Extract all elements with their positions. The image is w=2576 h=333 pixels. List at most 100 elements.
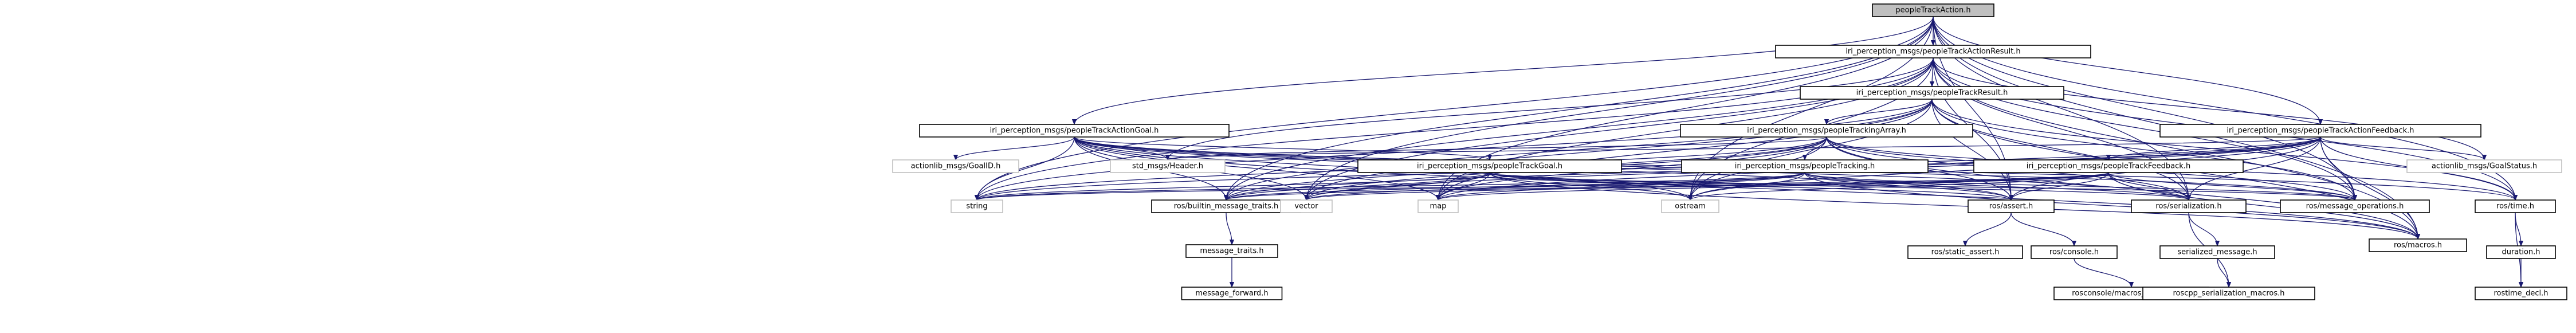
edge-builtin-to-msgtraits bbox=[1226, 212, 1232, 245]
edge-assert-to-console bbox=[2010, 212, 2074, 246]
node-trackingarray[interactable]: iri_perception_msgs/peopleTrackingArray.… bbox=[1680, 124, 1973, 138]
node-label-macros: ros/macros.h bbox=[2394, 241, 2442, 250]
node-label-assert: ros/assert.h bbox=[1989, 202, 2033, 211]
edge-actionfeedback-to-goalstatus bbox=[2320, 136, 2484, 160]
node-serializationmacros[interactable]: roscpp_serialization_macros.h bbox=[2142, 287, 2315, 300]
node-box-header bbox=[1110, 159, 1226, 173]
node-label-ostream: ostream bbox=[1675, 202, 1706, 211]
edge-trackgoal-to-serialization bbox=[1489, 172, 2189, 201]
node-label-string: string bbox=[966, 202, 987, 211]
node-msgops[interactable]: ros/message_operations.h bbox=[2280, 199, 2430, 213]
edge-root-to-actiongoal bbox=[1074, 16, 1934, 124]
edge-trackresult-to-ostream bbox=[1690, 99, 1933, 200]
node-header: std_msgs/Header.h bbox=[1110, 159, 1226, 173]
node-goalid: actionlib_msgs/GoalID.h bbox=[892, 159, 1019, 173]
node-label-actiongoal: iri_perception_msgs/peopleTrackActionGoa… bbox=[990, 127, 1159, 135]
node-trackgoal[interactable]: iri_perception_msgs/peopleTrackGoal.h bbox=[1357, 159, 1622, 173]
edge-tracking-to-string bbox=[977, 172, 1805, 201]
node-console[interactable]: ros/console.h bbox=[2031, 245, 2118, 259]
node-builtin[interactable]: ros/builtin_message_traits.h bbox=[1151, 199, 1301, 213]
node-box-rostimedecl bbox=[2475, 287, 2567, 300]
edge-actiongoal-to-goalid bbox=[956, 136, 1075, 160]
node-label-actionfeedback: iri_perception_msgs/peopleTrackActionFee… bbox=[2226, 127, 2414, 135]
node-time[interactable]: ros/time.h bbox=[2475, 199, 2556, 213]
node-box-msgtraits bbox=[1185, 244, 1278, 258]
edge-trackfeedback-to-assert bbox=[2011, 172, 2109, 201]
node-msgforward[interactable]: message_forward.h bbox=[1181, 287, 1283, 300]
node-tracking[interactable]: iri_perception_msgs/peopleTracking.h bbox=[1681, 159, 1929, 173]
edge-serializedmsg-to-serializationmacros bbox=[2217, 258, 2229, 287]
edge-actionresult-to-header bbox=[1168, 57, 1934, 160]
node-box-console bbox=[2031, 245, 2118, 259]
node-rostimedecl[interactable]: rostime_decl.h bbox=[2475, 287, 2567, 300]
node-label-time: ros/time.h bbox=[2496, 202, 2534, 211]
node-assert[interactable]: ros/assert.h bbox=[1968, 199, 2055, 213]
node-root[interactable]: peopleTrackAction.h bbox=[1872, 3, 1994, 17]
edge-root-to-actionfeedback bbox=[1933, 16, 2320, 124]
edge-actionresult-to-goalstatus bbox=[1933, 57, 2484, 160]
node-box-vector bbox=[1280, 199, 1333, 213]
edge-actionresult-to-string bbox=[977, 57, 1934, 200]
node-box-trackingarray bbox=[1680, 124, 1973, 138]
edge-trackfeedback-to-ostream bbox=[1690, 172, 2109, 201]
node-actionfeedback[interactable]: iri_perception_msgs/peopleTrackActionFee… bbox=[2159, 124, 2481, 138]
edge-tracking-to-macros bbox=[1804, 172, 2418, 240]
edge-trackresult-to-map bbox=[1438, 99, 1933, 200]
edge-tracking-to-serialization bbox=[1804, 172, 2189, 201]
edge-trackfeedback-to-serialization bbox=[2108, 172, 2189, 201]
node-box-actiongoal bbox=[919, 124, 1230, 138]
node-box-assert bbox=[1968, 199, 2055, 213]
node-label-msgops: ros/message_operations.h bbox=[2306, 202, 2404, 211]
node-box-msgforward bbox=[1181, 287, 1283, 300]
node-macros[interactable]: ros/macros.h bbox=[2369, 238, 2467, 252]
node-label-builtin: ros/builtin_message_traits.h bbox=[1174, 202, 1279, 211]
node-box-time bbox=[2475, 199, 2556, 213]
node-msgtraits[interactable]: message_traits.h bbox=[1185, 244, 1278, 258]
node-serializedmsg[interactable]: serialized_message.h bbox=[2159, 245, 2275, 259]
edge-trackgoal-to-builtin bbox=[1226, 172, 1490, 201]
edge-trackfeedback-to-builtin bbox=[1226, 172, 2109, 201]
edge-tracking-to-msgops bbox=[1804, 172, 2355, 201]
node-label-map: map bbox=[1430, 202, 1447, 211]
edge-trackresult-to-assert bbox=[1931, 99, 2011, 200]
node-goalstatus: actionlib_msgs/GoalStatus.h bbox=[2406, 159, 2562, 173]
node-box-trackgoal bbox=[1357, 159, 1622, 173]
edge-trackgoal-to-ostream bbox=[1489, 172, 1690, 201]
edge-tracking-to-map bbox=[1438, 172, 1805, 201]
node-box-trackresult bbox=[1800, 86, 2064, 100]
node-trackresult[interactable]: iri_perception_msgs/peopleTrackResult.h bbox=[1800, 86, 2064, 100]
node-label-msgforward: message_forward.h bbox=[1195, 289, 1268, 298]
node-label-trackgoal: iri_perception_msgs/peopleTrackGoal.h bbox=[1417, 162, 1562, 171]
node-actiongoal[interactable]: iri_perception_msgs/peopleTrackActionGoa… bbox=[919, 124, 1230, 138]
edge-actiongoal-to-trackgoal bbox=[1074, 136, 1490, 160]
edge-trackresult-to-time bbox=[1931, 99, 2515, 200]
edge-tracking-to-ostream bbox=[1690, 172, 1805, 201]
node-serialization[interactable]: ros/serialization.h bbox=[2131, 199, 2247, 213]
edge-trackresult-to-trackingarray bbox=[1827, 99, 1933, 125]
node-trackfeedback[interactable]: iri_perception_msgs/peopleTrackFeedback.… bbox=[1973, 159, 2244, 173]
node-box-string bbox=[951, 199, 1003, 213]
node-box-root bbox=[1872, 3, 1994, 17]
node-box-serialization bbox=[2131, 199, 2247, 213]
node-duration[interactable]: duration.h bbox=[2486, 245, 2556, 259]
node-vector: vector bbox=[1280, 199, 1333, 213]
node-label-actionresult: iri_perception_msgs/peopleTrackActionRes… bbox=[1845, 48, 2020, 56]
node-label-goalstatus: actionlib_msgs/GoalStatus.h bbox=[2432, 162, 2537, 171]
node-box-actionfeedback bbox=[2159, 124, 2481, 138]
node-box-staticassert bbox=[1907, 245, 2023, 259]
edge-trackgoal-to-msgops bbox=[1489, 172, 2355, 201]
node-label-serialization: ros/serialization.h bbox=[2155, 202, 2221, 211]
edge-trackresult-to-serialization bbox=[1931, 99, 2189, 200]
node-label-serializationmacros: roscpp_serialization_macros.h bbox=[2173, 289, 2285, 298]
node-label-staticassert: ros/static_assert.h bbox=[1931, 248, 2000, 257]
edge-actionfeedback-to-macros bbox=[2320, 136, 2418, 239]
node-staticassert[interactable]: ros/static_assert.h bbox=[1907, 245, 2023, 259]
node-label-trackresult: iri_perception_msgs/peopleTrackResult.h bbox=[1856, 89, 2008, 97]
edge-trackingarray-to-header bbox=[1168, 136, 1827, 160]
edge-trackingarray-to-map bbox=[1438, 136, 1827, 201]
nodes-layer: peopleTrackAction.h iri_perception_msgs/p… bbox=[892, 3, 2567, 300]
node-label-duration: duration.h bbox=[2502, 248, 2540, 257]
edge-actionfeedback-to-header bbox=[1168, 136, 2321, 160]
node-box-goalid bbox=[892, 159, 1019, 173]
node-actionresult[interactable]: iri_perception_msgs/peopleTrackActionRes… bbox=[1775, 45, 2091, 58]
